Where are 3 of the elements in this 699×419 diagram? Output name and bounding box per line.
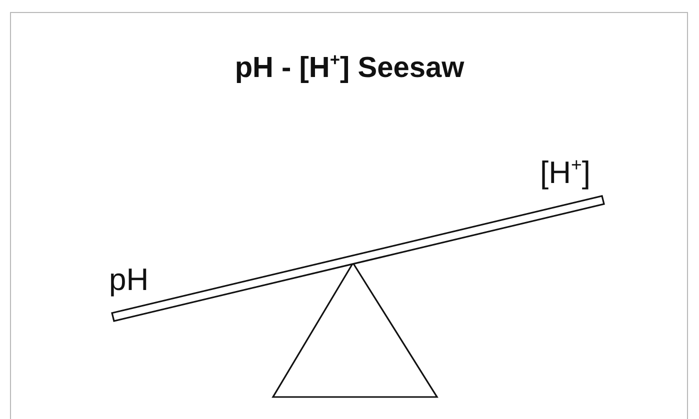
beam-end-label: pH <box>109 262 149 298</box>
beam-end-label: [H$^{+}$] <box>540 155 590 191</box>
title: pH - [H$^{+}$] Seesaw <box>234 52 466 85</box>
